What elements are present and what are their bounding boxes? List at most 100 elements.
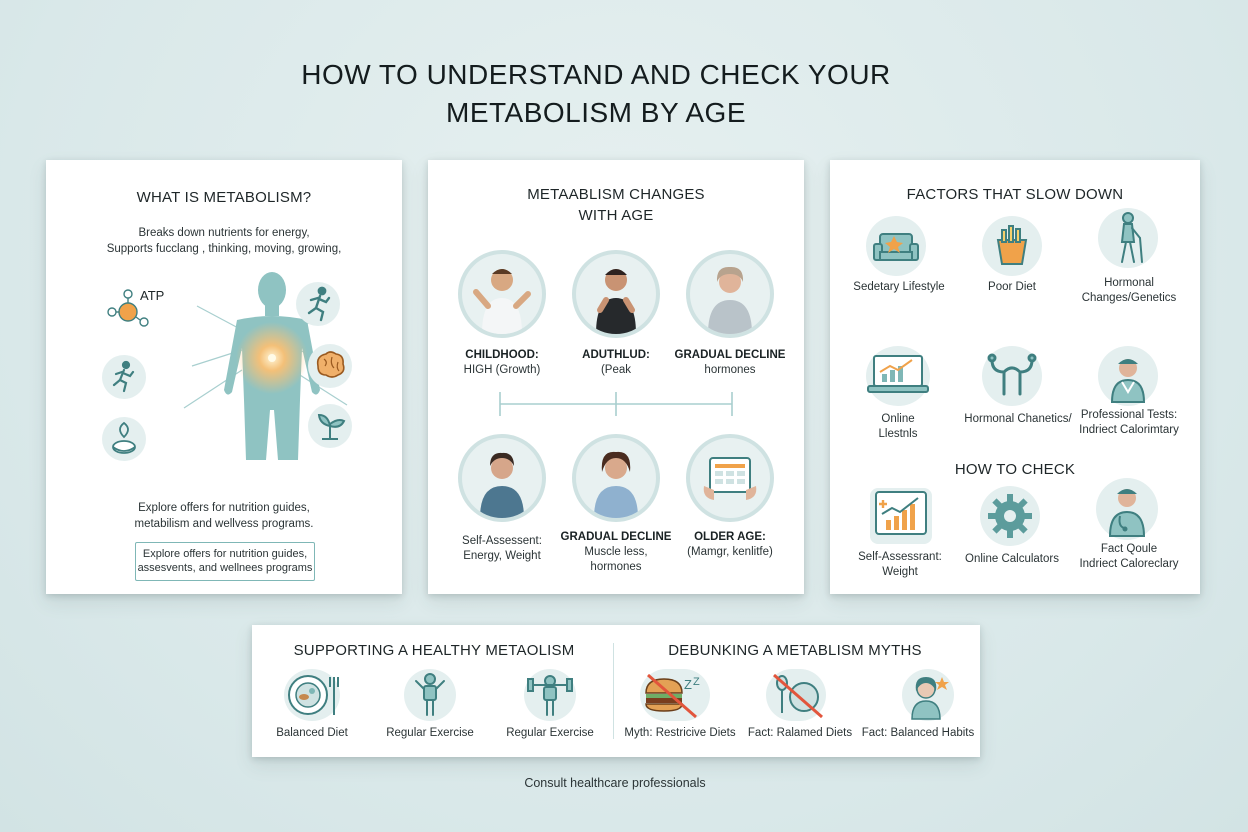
childhood-portrait [458, 250, 546, 338]
stage-decline-lower: GRADUAL DECLINE Muscle less, hormones [556, 530, 676, 575]
heading-line-1: METAABLISM CHANGES [527, 186, 705, 203]
brain-icon [308, 344, 352, 388]
item-label: Regular Exercise [386, 727, 474, 739]
panel-heading: METAABLISM CHANGES WITH AGE [428, 184, 804, 226]
check-online-calculators: Online Calculators [952, 552, 1072, 567]
divider [613, 643, 614, 739]
check-label-2: Weight [882, 566, 918, 578]
sprout-icon [308, 404, 352, 448]
factor-label-2: Changes/Genetics [1081, 292, 1177, 304]
stage-line-2: Energy, Weight [463, 550, 541, 562]
factor-label: Hormonal [1104, 277, 1154, 289]
myth-heading: DEBUNKING A METABLISM MYTHS [668, 642, 922, 659]
support-item-balanced-diet: Balanced Diet [252, 726, 372, 741]
spoon-plate-crossed-icon [766, 669, 826, 721]
check-label: Self-Assessrant: [858, 551, 942, 563]
support-item-exercise-1: Regular Exercise [370, 726, 490, 741]
panel-heading: FACTORS THAT SLOW DOWN [906, 186, 1124, 203]
plate-fork-icon [284, 669, 340, 721]
explore-line-1: Explore offers for nutrition guides, [138, 502, 310, 514]
check-label: Fact Qoule [1100, 543, 1158, 555]
stage-subtitle: hormones [704, 364, 756, 376]
panel-support-and-myths: SUPPORTING A HEALTHY METAOLISM DEBUNKING… [252, 625, 980, 757]
support-heading: SUPPORTING A HEALTHY METAOLISM [293, 642, 575, 659]
title-line-1: HOW TO UNDERSTAND AND CHECK YOUR [301, 59, 891, 90]
stage-title: OLDER AGE: [694, 531, 766, 543]
check-label-2: Indriect Caloreclary [1079, 558, 1179, 570]
factor-label: Professional Tests: [1080, 409, 1178, 421]
factor-label: Sedetary Lifestyle [853, 281, 945, 293]
running-icon [102, 355, 146, 399]
stage-title: GRADUAL DECLINE [674, 349, 786, 361]
stage-subtitle: (Peak [600, 364, 632, 376]
factor-online-tests: Online Llestnls [838, 412, 958, 442]
stage-title: ADUTHLUD: [582, 349, 650, 361]
factor-label-2: Indriect Calorimtary [1079, 424, 1179, 436]
growth-chart-icon [870, 488, 932, 544]
stage-line-1: Muscle less, [584, 546, 648, 558]
item-label: Fact: Balanced Habits [861, 727, 975, 739]
body-energy-illustration: ATP [107, 272, 348, 460]
dumbbell-person-icon [524, 669, 576, 721]
middle-age-portrait [572, 434, 660, 522]
check-self-assessment: Self-Assessrant: Weight [840, 550, 960, 580]
walking-elder-icon [1098, 208, 1158, 268]
item-label: Myth: Restricive Diets [624, 727, 736, 739]
factor-hormonal-genetics: Hormonal Chanetics/ [938, 412, 1098, 427]
factor-poor-diet: Poor Diet [952, 280, 1072, 295]
doctor-icon [1098, 346, 1158, 406]
item-label: Balanced Diet [276, 727, 348, 739]
check-fact: Fact Qoule Indriect Caloreclary [1064, 542, 1194, 572]
stage-childhood: CHILDHOOD: HIGH (Growth) [442, 348, 562, 378]
junk-food-icon [982, 216, 1042, 276]
stage-line-1: (Mamgr, kenlitfe) [687, 546, 773, 558]
stage-older-age: OLDER AGE: (Mamgr, kenlitfe) [670, 530, 790, 560]
heading-line-2: WITH AGE [578, 207, 654, 224]
atp-molecule-icon [107, 289, 149, 327]
panel-heading: WHAT IS METABOLISM? [136, 189, 312, 206]
tablet-hands-icon [686, 434, 774, 522]
support-item-exercise-2: Regular Exercise [490, 726, 610, 741]
factor-label: Poor Diet [988, 281, 1036, 293]
explore-offers-button[interactable]: Explore offers for nutrition guides, ass… [135, 542, 315, 581]
factor-hormonal: Hormonal Changes/Genetics [1070, 276, 1188, 306]
uterus-icon [982, 346, 1042, 406]
panel-factors: FACTORS THAT SLOW DOWN Sedetary Lifestyl… [830, 160, 1200, 594]
panel-metabolism-changes: METAABLISM CHANGES WITH AGE CHILDHOOD: H… [428, 160, 804, 594]
laptop-chart-icon [866, 346, 930, 406]
footer-note: Consult healthcare professionals [524, 776, 706, 790]
stage-self-assessment: Self-Assessent: Energy, Weight [442, 534, 562, 564]
desc-line-1: Breaks down nutrients for energy, [138, 227, 310, 239]
page-title: HOW TO UNDERSTAND AND CHECK YOUR METABOL… [0, 56, 1192, 132]
stage-title: GRADUAL DECLINE [560, 531, 672, 543]
title-line-2: METABOLISM BY AGE [446, 97, 746, 128]
svg-text:Z: Z [684, 677, 692, 692]
woman-portrait [458, 434, 546, 522]
stage-title: CHILDHOOD: [465, 349, 539, 361]
stage-line-1: Self-Assessent: [462, 535, 542, 547]
explore-line-2: metabilism and wellvess programs. [134, 518, 314, 530]
stage-gradual-decline: GRADUAL DECLINE hormones [670, 348, 790, 378]
item-label: Regular Exercise [506, 727, 594, 739]
svg-text:Z: Z [693, 676, 700, 688]
jogging-icon [296, 282, 340, 326]
item-label: Fact: Ralamed Diets [747, 727, 853, 739]
factor-label-2: Llestnls [878, 428, 918, 440]
explore-text: Explore offers for nutrition guides, met… [46, 500, 402, 532]
myth-item-restrictive: Myth: Restricive Diets [616, 726, 744, 741]
woman-balanced-icon [902, 669, 954, 721]
armchair-icon [866, 216, 926, 276]
adulthood-portrait [572, 250, 660, 338]
panel-description: Breaks down nutrients for energy, Suppor… [46, 225, 402, 257]
atp-label: ATP [140, 288, 164, 303]
button-line-2: assesvents, and wellnees programs [137, 562, 313, 574]
button-line-1: Explore offers for nutrition guides, [142, 548, 308, 560]
leaf-food-icon [102, 417, 146, 461]
decline-portrait [686, 250, 774, 338]
gear-icon [980, 486, 1040, 546]
timeline-connector [499, 392, 733, 416]
check-label: Online Calculators [965, 553, 1059, 565]
exercise-person-icon [404, 669, 456, 721]
myth-item-fact-diets: Fact: Ralamed Diets [740, 726, 860, 741]
